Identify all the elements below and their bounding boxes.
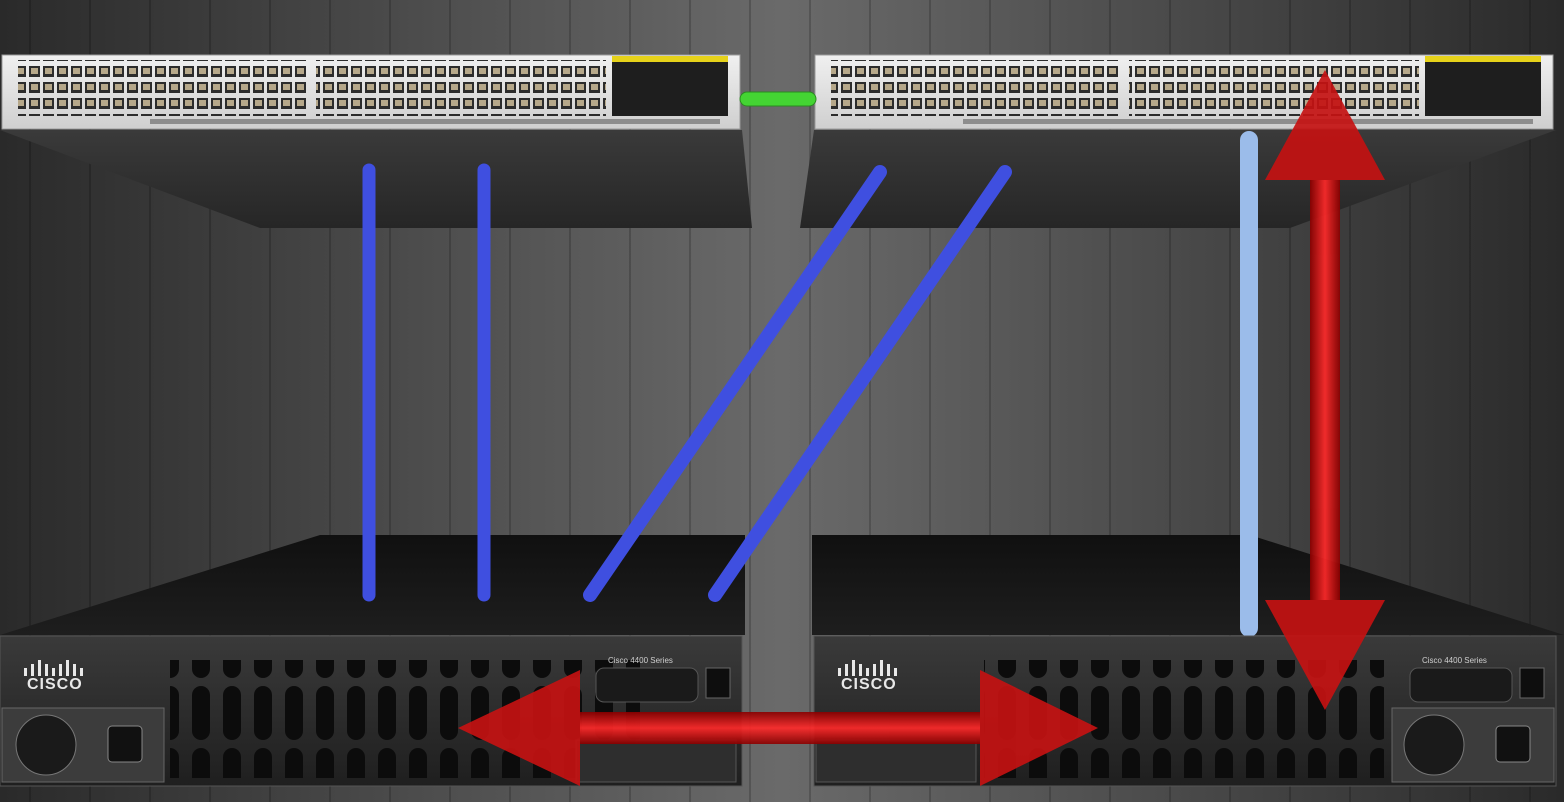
left-router-brand: CISCO <box>27 676 83 693</box>
left-router <box>0 635 743 787</box>
switch-stack-link <box>739 91 817 107</box>
left-switch-port-block-2 <box>316 60 606 116</box>
right-router-series: Cisco 4400 Series <box>1422 656 1487 665</box>
left-cisco-logo-icon <box>24 660 83 676</box>
horizontal-double-headed-arrow-icon <box>458 670 1098 786</box>
left-switch-led-strip <box>150 119 720 124</box>
right-router-power-socket-icon <box>1495 725 1531 763</box>
left-router-switch <box>705 667 731 699</box>
right-router-switch <box>1519 667 1545 699</box>
left-router-series: Cisco 4400 Series <box>608 656 673 665</box>
left-switch <box>1 54 741 130</box>
left-router-power-socket-icon <box>107 725 143 763</box>
access-link-cross-2 <box>708 165 1012 602</box>
right-router-module <box>815 739 977 783</box>
right-switch-led-strip <box>963 119 1533 124</box>
right-switch-uplink-label <box>1425 56 1541 62</box>
left-switch-port-block-1 <box>18 60 308 116</box>
left-router-status-panel <box>595 667 699 703</box>
left-switch-uplink-module <box>612 58 728 116</box>
right-switch-uplink-module <box>1425 58 1541 116</box>
right-switch-port-block-2 <box>1129 60 1419 116</box>
left-router-module <box>575 739 737 783</box>
right-router-fan <box>1403 714 1465 776</box>
left-switch-uplink-label <box>612 56 728 62</box>
left-router-fan <box>15 714 77 776</box>
right-switch-port-block-1 <box>831 60 1121 116</box>
right-switch <box>814 54 1554 130</box>
left-upper-shelf <box>0 130 752 228</box>
right-router-status-panel <box>1409 667 1513 703</box>
right-router-brand: CISCO <box>841 676 897 693</box>
access-link-cross-1 <box>583 165 887 602</box>
vertical-double-headed-arrow-icon <box>1265 70 1385 710</box>
right-cisco-logo-icon <box>838 660 897 676</box>
